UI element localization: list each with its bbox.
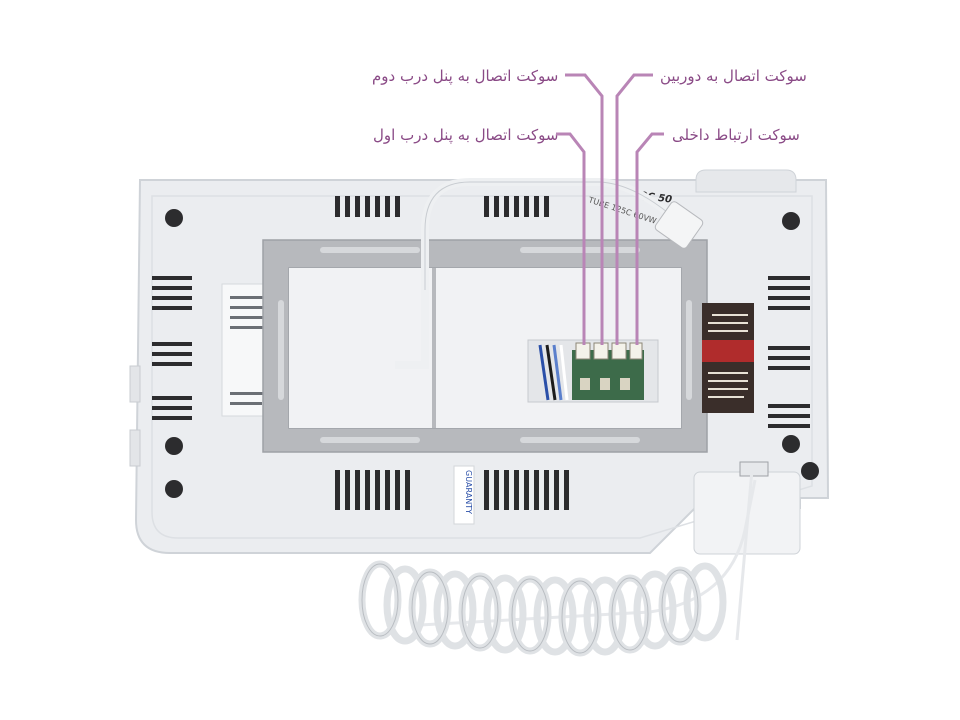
handset-cradle bbox=[695, 169, 797, 193]
warning-sticker-text-lines bbox=[708, 314, 748, 398]
screw-hole bbox=[165, 437, 183, 455]
vent-slots-left bbox=[152, 276, 192, 420]
guarantee-sticker bbox=[453, 465, 475, 525]
leader-second-door-panel bbox=[565, 73, 604, 345]
label-camera: سوکت اتصال به دوربین bbox=[660, 67, 807, 85]
flat-cable-lower bbox=[395, 290, 429, 369]
pcb-pins bbox=[580, 378, 630, 390]
screw-hole bbox=[165, 480, 183, 498]
screw-holes bbox=[165, 209, 819, 498]
screw-hole bbox=[782, 212, 800, 230]
handset-jack bbox=[739, 461, 769, 477]
socket-first-door-panel bbox=[575, 342, 591, 360]
warning-sticker-accent bbox=[702, 340, 754, 362]
socket-camera bbox=[611, 342, 627, 360]
screw-hole bbox=[801, 462, 819, 480]
callout-leaders bbox=[556, 73, 664, 345]
leader-first-door-panel bbox=[556, 132, 586, 345]
label-intercom: سوکت ارتباط داخلی bbox=[672, 126, 800, 144]
cord-tail bbox=[735, 469, 754, 641]
vent-slots-top-mid bbox=[484, 196, 549, 217]
vent-slots-right bbox=[768, 276, 810, 428]
wire-bundle bbox=[538, 344, 569, 401]
vent-slots-bottom bbox=[335, 470, 569, 510]
guarantee-sticker-text: GUARANTY bbox=[464, 470, 473, 514]
side-tab bbox=[129, 429, 141, 467]
label-first-door-panel: سوکت اتصال به پنل درب اول bbox=[373, 126, 559, 144]
cable-plug bbox=[654, 201, 704, 249]
screw-hole bbox=[165, 209, 183, 227]
label-second-door-panel: سوکت اتصال به پنل درب دوم bbox=[372, 67, 559, 85]
socket-second-door-panel bbox=[593, 342, 609, 360]
socket-intercom bbox=[629, 342, 643, 360]
side-tab bbox=[129, 365, 141, 403]
leader-intercom bbox=[635, 132, 664, 345]
leader-camera bbox=[615, 73, 653, 345]
vent-slots-top-left bbox=[335, 196, 400, 217]
socket-connectors bbox=[575, 342, 643, 360]
screw-hole bbox=[782, 435, 800, 453]
